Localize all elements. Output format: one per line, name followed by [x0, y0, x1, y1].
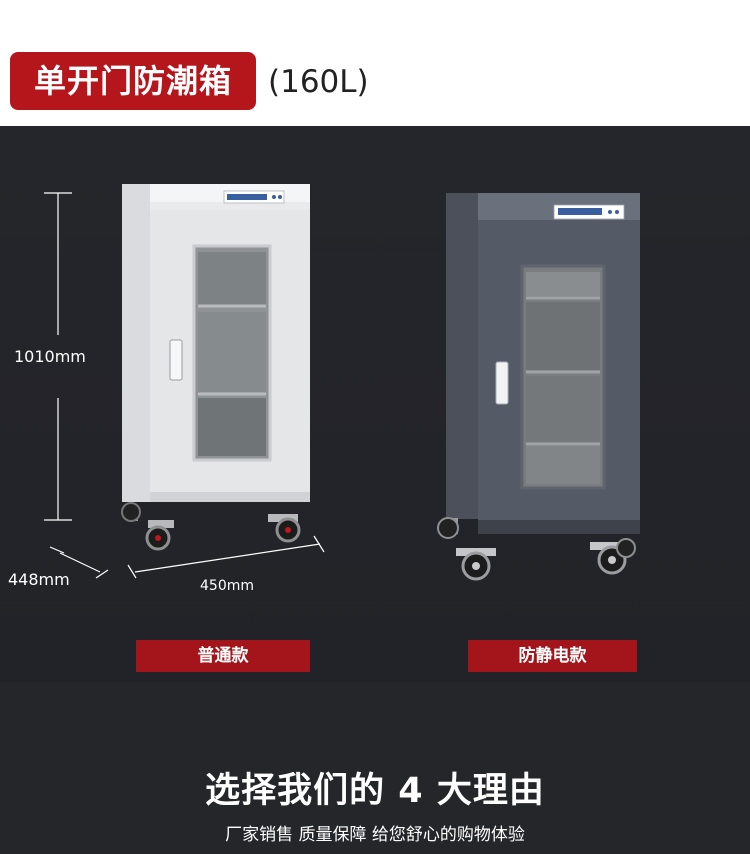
- capacity-label: (160L): [268, 64, 369, 100]
- esd-cabinet: [437, 193, 640, 581]
- reasons-subline: 厂家销售 质量保障 给您舒心的购物体验: [225, 825, 525, 845]
- standard-model-tag: 普通款: [136, 640, 310, 672]
- standard-cabinet: [121, 184, 310, 551]
- width-label: 450mm: [200, 578, 254, 594]
- height-label: 1010mm: [14, 347, 86, 366]
- page-title: 单开门防潮箱: [10, 52, 256, 110]
- header-bar: 单开门防潮箱 (160L): [0, 0, 750, 126]
- dimension-lines: [44, 192, 325, 579]
- esd-model-tag: 防静电款: [468, 640, 637, 672]
- depth-label: 448mm: [8, 570, 70, 589]
- reasons-headline: 选择我们的 4 大理由: [205, 771, 545, 811]
